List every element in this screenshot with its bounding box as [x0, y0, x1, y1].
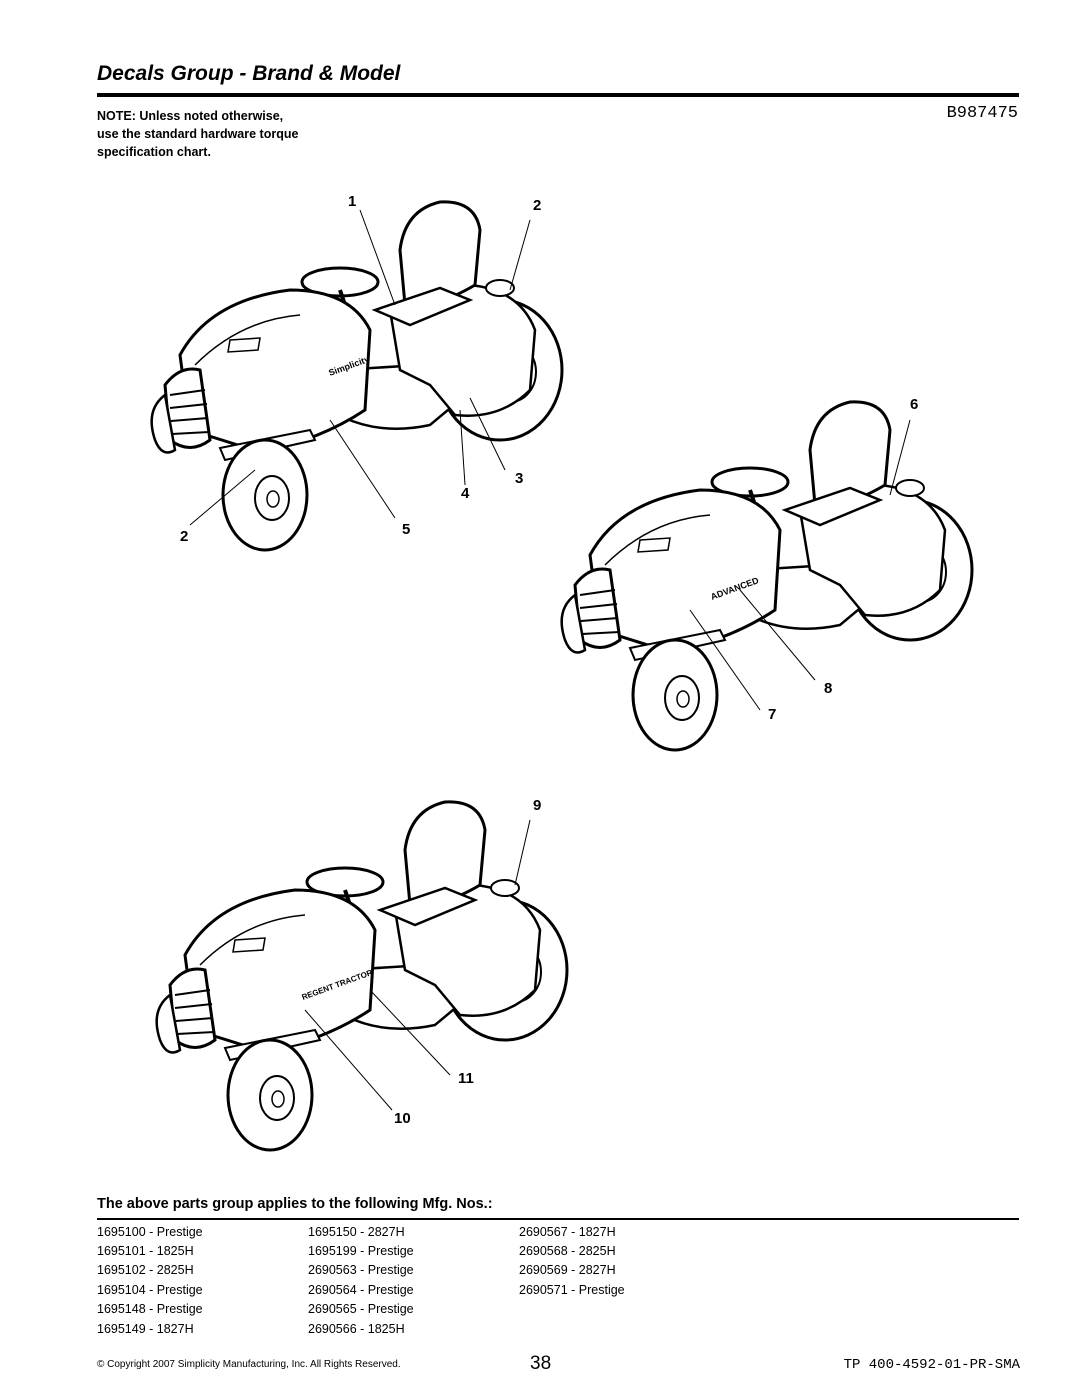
applies-heading: The above parts group applies to the fol… — [97, 1196, 493, 1212]
note-line: specification chart. — [97, 145, 211, 159]
page-number: 38 — [530, 1353, 552, 1374]
table-cell: 2690564 - Prestige — [308, 1282, 414, 1297]
table-cell: 1695104 - Prestige — [97, 1282, 203, 1297]
callout-5: 5 — [402, 521, 411, 538]
table-row: 1695148 - Prestige 2690565 - Prestige — [97, 1300, 719, 1319]
table-cell: 2690569 - 2827H — [519, 1263, 616, 1278]
table-cell — [519, 1319, 719, 1338]
callout-11: 11 — [458, 1070, 474, 1087]
callout-9: 9 — [533, 797, 542, 814]
note-line: use the standard hardware torque — [97, 127, 299, 141]
title-rule — [97, 93, 1019, 97]
note-line: NOTE: Unless noted otherwise, — [97, 109, 284, 123]
table-cell: 1695149 - 1827H — [97, 1321, 194, 1336]
table-cell: 2690571 - Prestige — [519, 1282, 625, 1297]
table-cell: 2690565 - Prestige — [308, 1302, 414, 1317]
table-cell: 1695101 - 1825H — [97, 1244, 194, 1259]
table-cell: 1695199 - Prestige — [308, 1244, 414, 1259]
callout-7: 7 — [768, 706, 777, 723]
table-cell: 2690563 - Prestige — [308, 1263, 414, 1278]
table-row: 1695100 - Prestige 1695150 - 2827H 26905… — [97, 1222, 719, 1241]
callout-3: 3 — [515, 470, 524, 487]
table-cell: 1695100 - Prestige — [97, 1224, 203, 1239]
table-cell: 1695148 - Prestige — [97, 1302, 203, 1317]
tractor-illustration-1 — [149, 199, 564, 552]
table-row: 1695149 - 1827H 2690566 - 1825H — [97, 1319, 719, 1338]
callout-2: 2 — [533, 197, 542, 214]
table-cell: 1695102 - 2825H — [97, 1263, 194, 1278]
callout-10: 10 — [394, 1110, 411, 1127]
document-id: TP 400-4592-01-PR-SMA — [843, 1357, 1020, 1373]
tractor-illustration-2 — [559, 399, 974, 752]
callout-2b: 2 — [180, 528, 189, 545]
copyright: © Copyright 2007 Simplicity Manufacturin… — [97, 1359, 401, 1370]
table-cell — [519, 1300, 719, 1319]
table-cell: 1695150 - 2827H — [308, 1224, 405, 1239]
mfg-numbers-table: 1695100 - Prestige 1695150 - 2827H 26905… — [97, 1222, 719, 1338]
torque-note: NOTE: Unless noted otherwise, use the st… — [97, 107, 357, 161]
table-cell: 2690568 - 2825H — [519, 1244, 616, 1259]
callout-6: 6 — [910, 396, 919, 413]
table-cell: 2690566 - 1825H — [308, 1321, 405, 1336]
callout-1: 1 — [348, 193, 357, 210]
callout-4: 4 — [461, 485, 470, 502]
table-row: 1695104 - Prestige 2690564 - Prestige 26… — [97, 1280, 719, 1299]
callout-8: 8 — [824, 680, 833, 697]
applies-rule — [97, 1218, 1019, 1220]
page-title: Decals Group - Brand & Model — [97, 62, 401, 85]
part-id: B987475 — [946, 104, 1018, 123]
table-row: 1695101 - 1825H 1695199 - Prestige 26905… — [97, 1241, 719, 1260]
table-cell: 2690567 - 1827H — [519, 1224, 616, 1239]
table-row: 1695102 - 2825H 2690563 - Prestige 26905… — [97, 1261, 719, 1280]
